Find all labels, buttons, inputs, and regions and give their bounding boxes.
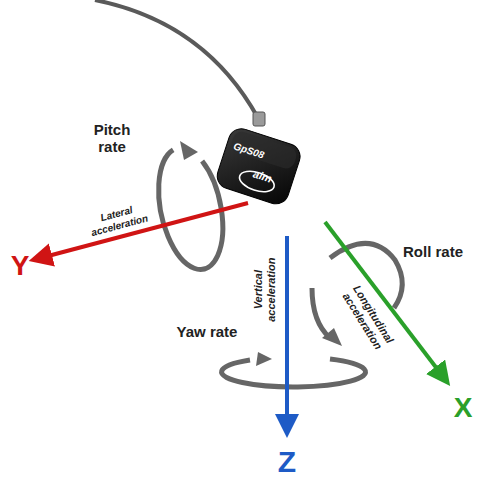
rate-label: Pitch rate xyxy=(81,121,143,156)
pitch-rate-arrowhead xyxy=(180,141,198,160)
gps-module xyxy=(214,125,304,207)
yaw-rate-arrowhead xyxy=(256,352,272,366)
roll-rate-arc xyxy=(312,288,330,338)
axis-caption: Longitudinal acceleration xyxy=(336,277,400,358)
y-axis-arrow xyxy=(48,203,248,256)
rate-label: Yaw rate xyxy=(176,323,238,340)
cable-connector xyxy=(253,112,265,126)
rate-label: Roll rate xyxy=(402,243,464,260)
axis-letter: Z xyxy=(278,445,296,480)
axis-caption: Vertical acceleration xyxy=(252,252,277,328)
z-axis-arrow xyxy=(285,236,289,418)
sensor-cable xyxy=(95,0,258,118)
axis-letter: Y xyxy=(11,250,30,282)
axis-caption: Lateral acceleration xyxy=(81,199,155,239)
yaw-rate-arc xyxy=(222,359,366,387)
roll-rate-arrowhead xyxy=(322,328,342,346)
axis-letter: X xyxy=(454,392,473,424)
